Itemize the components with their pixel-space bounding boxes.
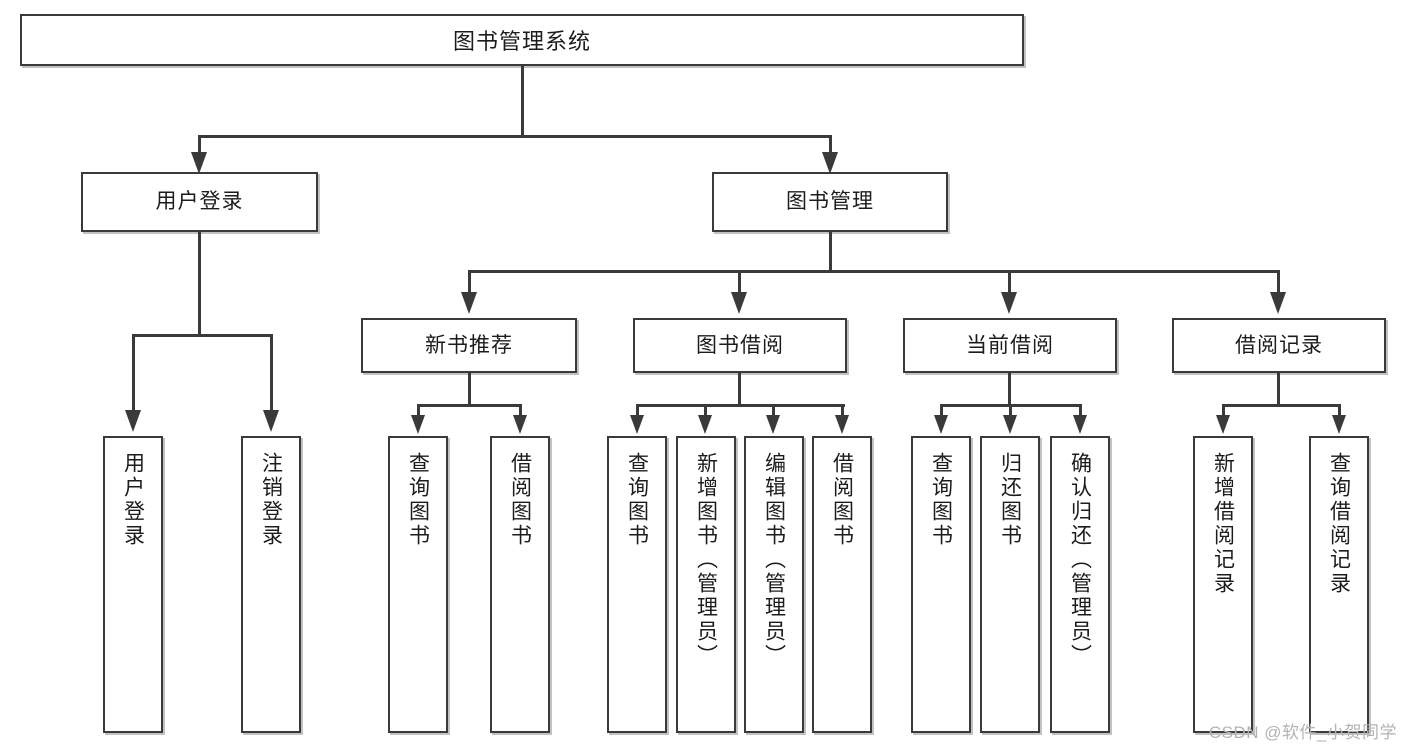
connector-user-login-stem xyxy=(198,232,201,336)
connector-user-login-bar xyxy=(132,334,273,337)
leaf-label: 查询借阅记录 xyxy=(1327,452,1351,596)
leaf-label: 借阅图书 xyxy=(508,452,532,548)
arrowhead-leaf-return-book xyxy=(1003,415,1017,434)
arrowhead-user-login xyxy=(191,152,207,174)
leaf-label: 编辑图书（管理员） xyxy=(762,452,786,668)
arrowhead-leaf-query-book-1 xyxy=(411,415,425,434)
node-book-management[interactable]: 图书管理 xyxy=(712,172,948,232)
node-label: 图书管理系统 xyxy=(452,29,591,54)
connector-bookborrow-leaf-3 xyxy=(772,404,775,420)
leaf-label: 注销登录 xyxy=(259,452,283,548)
connector-bookborrow-bar xyxy=(636,404,845,407)
arrowhead-leaf-user-login xyxy=(125,410,141,432)
arrowhead-leaf-borrow-book-2 xyxy=(835,415,849,434)
leaf-add-borrow-record[interactable]: 新增借阅记录 xyxy=(1193,436,1253,733)
csdn-watermark: CSDN @软件_小贺同学 xyxy=(1208,723,1397,742)
node-label: 当前借阅 xyxy=(966,333,1054,357)
leaf-add-book-admin[interactable]: 新增图书（管理员） xyxy=(676,436,736,733)
node-current-borrow[interactable]: 当前借阅 xyxy=(903,318,1117,373)
connector-bm-to-book-borrow xyxy=(738,270,741,300)
connector-currentborrow-leaf-3 xyxy=(1079,404,1082,420)
connector-bookborrow-stem xyxy=(738,373,741,406)
connector-root-bar xyxy=(198,135,832,138)
connector-bm-to-current-borrow xyxy=(1008,270,1011,300)
node-new-book-recommend[interactable]: 新书推荐 xyxy=(361,318,577,373)
node-label: 图书借阅 xyxy=(696,333,784,357)
arrowhead-book-management xyxy=(822,152,838,174)
connector-newbook-bar xyxy=(417,404,522,407)
connector-borrowrecord-leaf-2 xyxy=(1338,404,1341,420)
leaf-logout[interactable]: 注销登录 xyxy=(241,436,301,733)
leaf-label: 确认归还（管理员） xyxy=(1068,452,1092,668)
connector-book-management-stem xyxy=(829,232,832,272)
connector-bm-to-new-book xyxy=(468,270,471,300)
connector-bookborrow-leaf-4 xyxy=(841,404,844,420)
leaf-confirm-return-admin[interactable]: 确认归还（管理员） xyxy=(1050,436,1110,733)
arrowhead-new-book-recommend xyxy=(461,292,477,314)
connector-newbook-stem xyxy=(468,373,471,406)
arrowhead-leaf-confirm-return xyxy=(1073,415,1087,434)
connector-bm-to-borrow-record xyxy=(1277,270,1280,300)
node-borrow-record[interactable]: 借阅记录 xyxy=(1172,318,1386,373)
connector-borrowrecord-leaf-1 xyxy=(1222,404,1225,420)
arrowhead-leaf-logout xyxy=(263,410,279,432)
connector-root-stem xyxy=(521,66,524,137)
leaf-query-book-recommend[interactable]: 查询图书 xyxy=(388,436,448,733)
leaf-label: 查询图书 xyxy=(406,452,430,548)
connector-root-to-book-management xyxy=(829,135,832,162)
leaf-label: 归还图书 xyxy=(998,452,1022,548)
leaf-borrow-book-recommend[interactable]: 借阅图书 xyxy=(490,436,550,733)
leaf-label: 查询图书 xyxy=(625,452,649,548)
leaf-label: 用户登录 xyxy=(121,452,145,548)
node-label: 新书推荐 xyxy=(425,333,513,357)
leaf-query-book-borrow[interactable]: 查询图书 xyxy=(607,436,667,733)
node-label: 图书管理 xyxy=(786,190,874,214)
node-book-borrow[interactable]: 图书借阅 xyxy=(633,318,847,373)
connector-bookborrow-leaf-1 xyxy=(636,404,639,420)
connector-root-to-user-login xyxy=(198,135,201,162)
connector-user-login-leaf-2 xyxy=(270,334,273,415)
leaf-edit-book-admin[interactable]: 编辑图书（管理员） xyxy=(744,436,804,733)
connector-newbook-leaf-1 xyxy=(417,404,420,420)
connector-currentborrow-leaf-2 xyxy=(1009,404,1012,420)
connector-book-management-bar xyxy=(468,270,1280,273)
leaf-user-login[interactable]: 用户登录 xyxy=(103,436,163,733)
leaf-borrow-book[interactable]: 借阅图书 xyxy=(812,436,872,733)
leaf-label: 新增借阅记录 xyxy=(1211,452,1235,596)
connector-currentborrow-stem xyxy=(1008,373,1011,406)
arrowhead-leaf-borrow-book-1 xyxy=(513,415,527,434)
arrowhead-leaf-query-book-2 xyxy=(630,415,644,434)
connector-newbook-leaf-2 xyxy=(519,404,522,420)
arrowhead-book-borrow xyxy=(731,292,747,314)
node-root-book-management-system[interactable]: 图书管理系统 xyxy=(20,14,1024,66)
leaf-return-book[interactable]: 归还图书 xyxy=(980,436,1040,733)
arrowhead-leaf-query-record xyxy=(1332,415,1346,434)
arrowhead-borrow-record xyxy=(1270,292,1286,314)
node-label: 借阅记录 xyxy=(1235,333,1323,357)
leaf-query-book-current[interactable]: 查询图书 xyxy=(911,436,971,733)
leaf-label: 借阅图书 xyxy=(830,452,854,548)
connector-borrowrecord-bar xyxy=(1222,404,1341,407)
arrowhead-current-borrow xyxy=(1001,292,1017,314)
leaf-query-borrow-record[interactable]: 查询借阅记录 xyxy=(1309,436,1369,733)
leaf-label: 查询图书 xyxy=(929,452,953,548)
leaf-label: 新增图书（管理员） xyxy=(694,452,718,668)
arrowhead-leaf-add-book xyxy=(698,415,712,434)
connector-currentborrow-leaf-1 xyxy=(940,404,943,420)
connector-user-login-leaf-1 xyxy=(132,334,135,415)
node-label: 用户登录 xyxy=(155,190,244,214)
arrowhead-leaf-query-book-3 xyxy=(934,415,948,434)
arrowhead-leaf-add-record xyxy=(1216,415,1230,434)
arrowhead-leaf-edit-book xyxy=(766,415,780,434)
connector-borrowrecord-stem xyxy=(1277,373,1280,406)
connector-bookborrow-leaf-2 xyxy=(704,404,707,420)
node-user-login[interactable]: 用户登录 xyxy=(81,172,318,232)
